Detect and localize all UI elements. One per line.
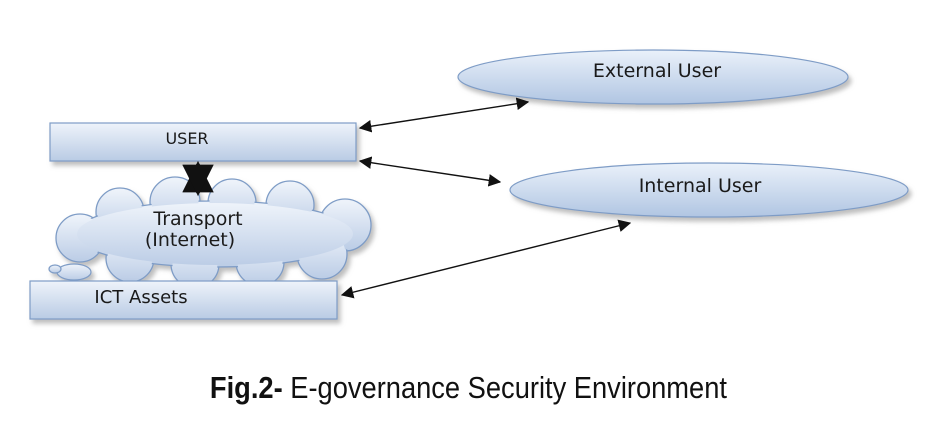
figure-caption-text: E-governance Security Environment (282, 370, 727, 405)
figure-caption: Fig.2- E-governance Security Environment (56, 370, 881, 406)
user-node: USER (49, 122, 357, 162)
transport-label-line2: (Internet) (145, 229, 235, 251)
ict-assets-node: ICT Assets (29, 280, 338, 320)
user-internal-user-connector (358, 156, 502, 187)
transport-cloud-node: Transport (Internet) (48, 176, 372, 289)
user-label: USER (165, 129, 208, 148)
internal-user-node: Internal User (509, 162, 909, 218)
transport-label-line1: Transport (152, 208, 242, 230)
external-user-label: External User (593, 60, 721, 82)
ict-assets-internal-user-connector (340, 219, 632, 299)
user-external-user-connector (358, 97, 530, 133)
external-user-node: External User (457, 49, 849, 105)
figure-caption-label: Fig.2- (209, 370, 283, 405)
internal-user-label: Internal User (639, 175, 762, 197)
security-environment-diagram: External User Internal User USER (29, 49, 909, 320)
ict-assets-label: ICT Assets (94, 287, 187, 308)
